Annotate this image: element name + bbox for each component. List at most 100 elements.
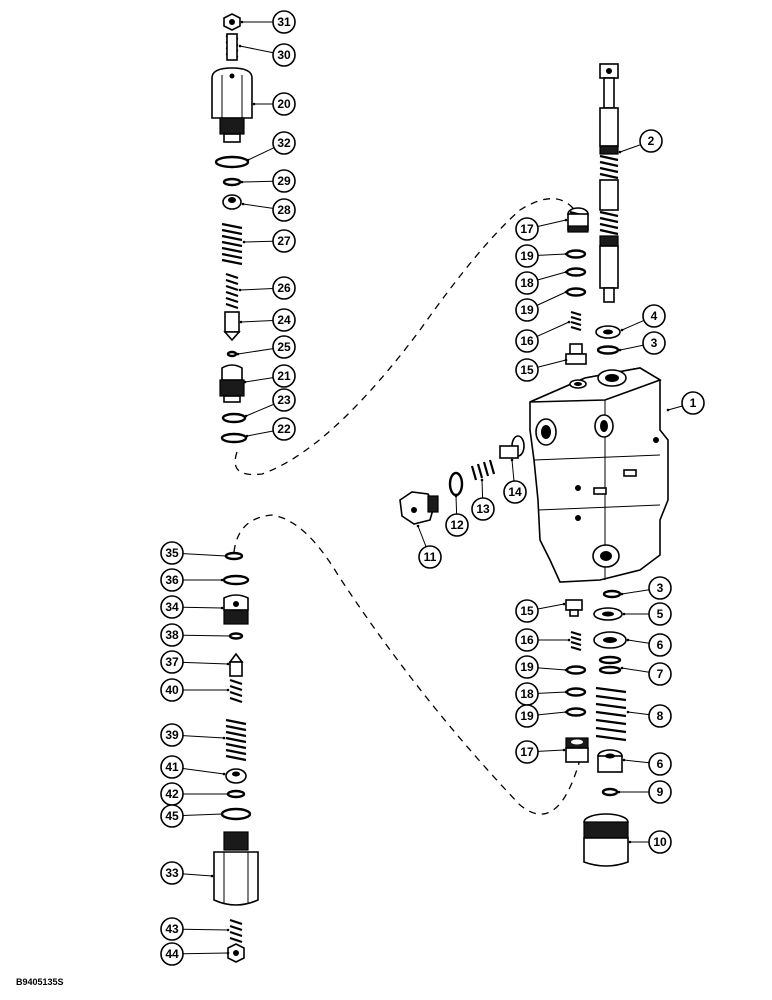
leader-tip-16: [567, 320, 571, 324]
callout-number: 40: [165, 683, 179, 697]
callout-circle: [681, 391, 705, 415]
leader-line-26: [239, 287, 274, 291]
leader-tip-18: [564, 270, 568, 274]
leader-tip-4: [620, 328, 624, 332]
leader-line-3: [621, 589, 650, 595]
callout-number: 3: [657, 581, 664, 595]
callout-circle: [160, 861, 184, 885]
leader-line-12: [455, 495, 458, 515]
callout-20: 20: [272, 92, 296, 116]
leader-line-19: [537, 667, 567, 671]
callout-32: 32: [272, 131, 296, 155]
callout-circle: [272, 417, 296, 441]
part-ring-38: [228, 632, 244, 640]
callout-circle: [160, 595, 184, 619]
callout-28: 28: [272, 198, 296, 222]
leader-line-3: [619, 344, 644, 351]
leader-line-2: [619, 144, 641, 153]
leader-tip-43: [226, 928, 230, 932]
callout-circle: [272, 364, 296, 388]
callout-number: 23: [277, 393, 291, 407]
part-oring-12: [448, 471, 464, 497]
leader-tip-32: [246, 158, 250, 162]
callout-26: 26: [272, 276, 296, 300]
callout-circle: [272, 229, 296, 253]
callout-circle: [503, 480, 527, 504]
callout-circle: [648, 780, 672, 804]
leader-line-21: [244, 377, 274, 383]
part-ring-7-b: [598, 665, 622, 675]
part-cap-20: [211, 67, 253, 143]
part-oring-32: [214, 155, 250, 169]
leader-tip-42: [226, 792, 230, 796]
callout-42: 42: [160, 782, 184, 806]
callout-number: 16: [520, 633, 534, 647]
callout-number: 19: [520, 249, 534, 263]
leader-tip-23: [244, 414, 248, 418]
part-spool-2: [599, 63, 619, 303]
part-spring-39: [225, 718, 247, 762]
dashed-route-lower: [233, 514, 583, 815]
callout-25: 25: [272, 335, 296, 359]
callout-number: 36: [165, 573, 179, 587]
callout-number: 15: [520, 604, 534, 618]
leader-tip-6: [622, 758, 626, 762]
leader-tip-15: [562, 602, 566, 606]
callout-circle: [272, 276, 296, 300]
callout-circle: [160, 755, 184, 779]
part-seat-28: [222, 194, 242, 210]
callout-circle: [642, 304, 666, 328]
leader-line-18: [537, 271, 567, 281]
leader-tip-21: [243, 380, 247, 384]
callout-number: 21: [277, 369, 291, 383]
leader-tip-17: [562, 748, 566, 752]
callout-circle: [515, 655, 539, 679]
callout-circle: [272, 335, 296, 359]
leader-line-28: [242, 203, 274, 209]
callout-31: 31: [272, 10, 296, 34]
callout-number: 19: [520, 660, 534, 674]
callout-22: 22: [272, 417, 296, 441]
callout-labels: 3130203229282726242521232221719181916154…: [160, 10, 705, 966]
callout-circle: [471, 497, 495, 521]
leader-tip-29: [240, 180, 244, 184]
leader-tip-38: [228, 634, 232, 638]
leader-tip-10: [628, 840, 632, 844]
callout-circle: [160, 541, 184, 565]
leader-line-16: [536, 321, 570, 337]
leader-line-19: [537, 253, 567, 256]
part-ring-7-a: [598, 655, 622, 665]
leader-lines: [182, 20, 683, 955]
part-ring-42: [226, 789, 246, 799]
callout-circle: [160, 804, 184, 828]
leader-tip-39: [222, 736, 226, 740]
callout-circle: [648, 704, 672, 728]
leader-line-17: [537, 219, 567, 228]
figure-code: B9405135S: [16, 977, 64, 987]
leader-line-45: [182, 813, 223, 817]
leader-tip-1: [666, 408, 670, 412]
callout-circle: [515, 329, 539, 353]
callout-41: 41: [160, 755, 184, 779]
callout-30: 30: [272, 43, 296, 67]
callout-16: 16: [515, 628, 539, 652]
callout-number: 15: [520, 363, 534, 377]
leader-line-8: [627, 711, 650, 716]
part-ring-18-upper: [565, 267, 587, 277]
callout-circle: [648, 602, 672, 626]
callout-circle: [515, 217, 539, 241]
callout-number: 17: [520, 745, 534, 759]
part-spring-16-lower: [570, 630, 582, 652]
callout-number: 32: [277, 136, 291, 150]
callout-number: 35: [165, 546, 179, 560]
leader-tip-36: [220, 578, 224, 582]
leader-line-17: [537, 749, 565, 752]
leader-tip-27: [242, 240, 246, 244]
callout-circle: [648, 830, 672, 854]
callout-circle: [272, 10, 296, 34]
callout-33: 33: [160, 861, 184, 885]
leader-line-4: [621, 319, 645, 331]
part-oring-45: [220, 807, 252, 821]
part-washer-5: [593, 607, 623, 621]
